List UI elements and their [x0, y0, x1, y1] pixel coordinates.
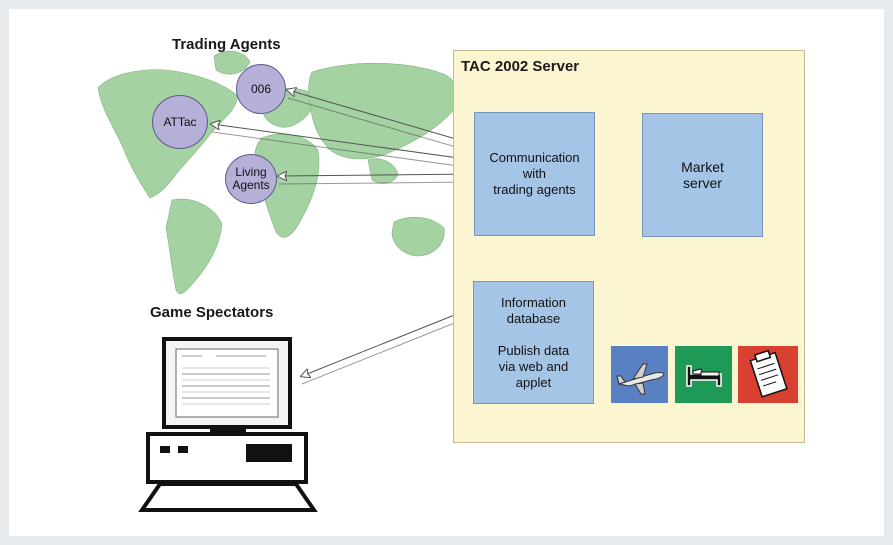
game-spectators-heading: Game Spectators — [150, 304, 274, 321]
australia — [391, 216, 445, 257]
communication-box: Communication with trading agents — [474, 112, 595, 236]
spectator-computer — [138, 337, 318, 512]
server-heading: TAC 2002 Server — [461, 58, 580, 75]
spectator-connection — [302, 308, 472, 385]
trading-agents-heading: Trading Agents — [172, 36, 281, 53]
agent-living-agents-label: Living Agents — [232, 165, 270, 192]
market-server-box: Market server — [642, 113, 763, 237]
southeast-asia — [367, 158, 399, 184]
market-server-label: Market server — [681, 159, 724, 191]
south-america — [165, 198, 223, 294]
information-database-label: Information database Publish data via we… — [497, 294, 570, 390]
greenland — [213, 50, 251, 75]
airplane-icon — [611, 346, 668, 403]
information-database-box: Information database Publish data via we… — [473, 281, 594, 404]
agent-living-agents: Living Agents — [225, 154, 277, 204]
hotel-bed-icon — [675, 346, 732, 403]
agent-attac: ATTac — [152, 95, 208, 149]
agent-006-label: 006 — [250, 81, 272, 96]
agent-connections — [212, 90, 473, 185]
entertainment-ticket-icon — [738, 346, 798, 403]
communication-label: Communication with trading agents — [489, 150, 580, 197]
agent-attac-label: ATTac — [163, 114, 197, 129]
agent-006: 006 — [236, 64, 286, 114]
